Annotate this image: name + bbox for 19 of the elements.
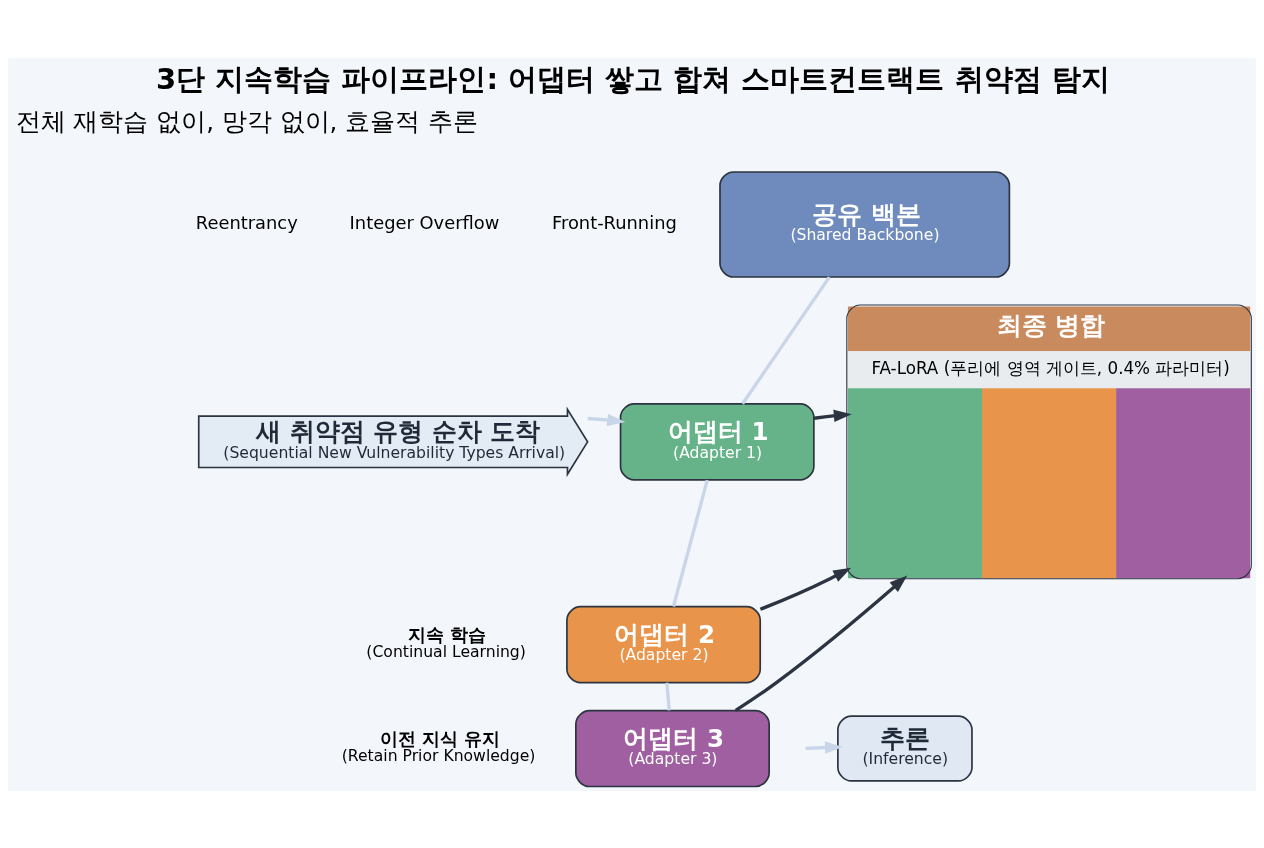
arrow xyxy=(759,567,852,611)
label: Integer Overflow xyxy=(349,211,500,233)
node-box: 어댑터 2 (Adapter 2) xyxy=(566,605,762,683)
arrow xyxy=(734,574,908,712)
node-box: 어댑터 3 (Adapter 3) xyxy=(575,709,770,787)
label: Reentrancy xyxy=(195,211,298,233)
label: Front-Running xyxy=(552,211,677,233)
connector xyxy=(741,275,831,405)
arrow xyxy=(813,409,852,422)
diagram-title: 3단 지속학습 파이프라인: 어댑터 쌓고 합쳐 스마트컨트랙트 취약점 탐지 xyxy=(156,61,1110,96)
connector xyxy=(671,479,709,607)
node-box: 어댑터 1 (Adapter 1) xyxy=(619,402,815,481)
label: 전체 재학습 없이, 망각 없이, 효율적 추론 xyxy=(15,106,479,136)
node-box: 공유 백본 (Shared Backbone) xyxy=(719,170,1011,278)
node-box: 추론 (Inference) xyxy=(837,714,973,782)
node-label: 지속 학습 xyxy=(407,623,486,645)
arrow xyxy=(587,413,626,426)
arrow xyxy=(805,740,843,754)
connector xyxy=(665,682,671,710)
